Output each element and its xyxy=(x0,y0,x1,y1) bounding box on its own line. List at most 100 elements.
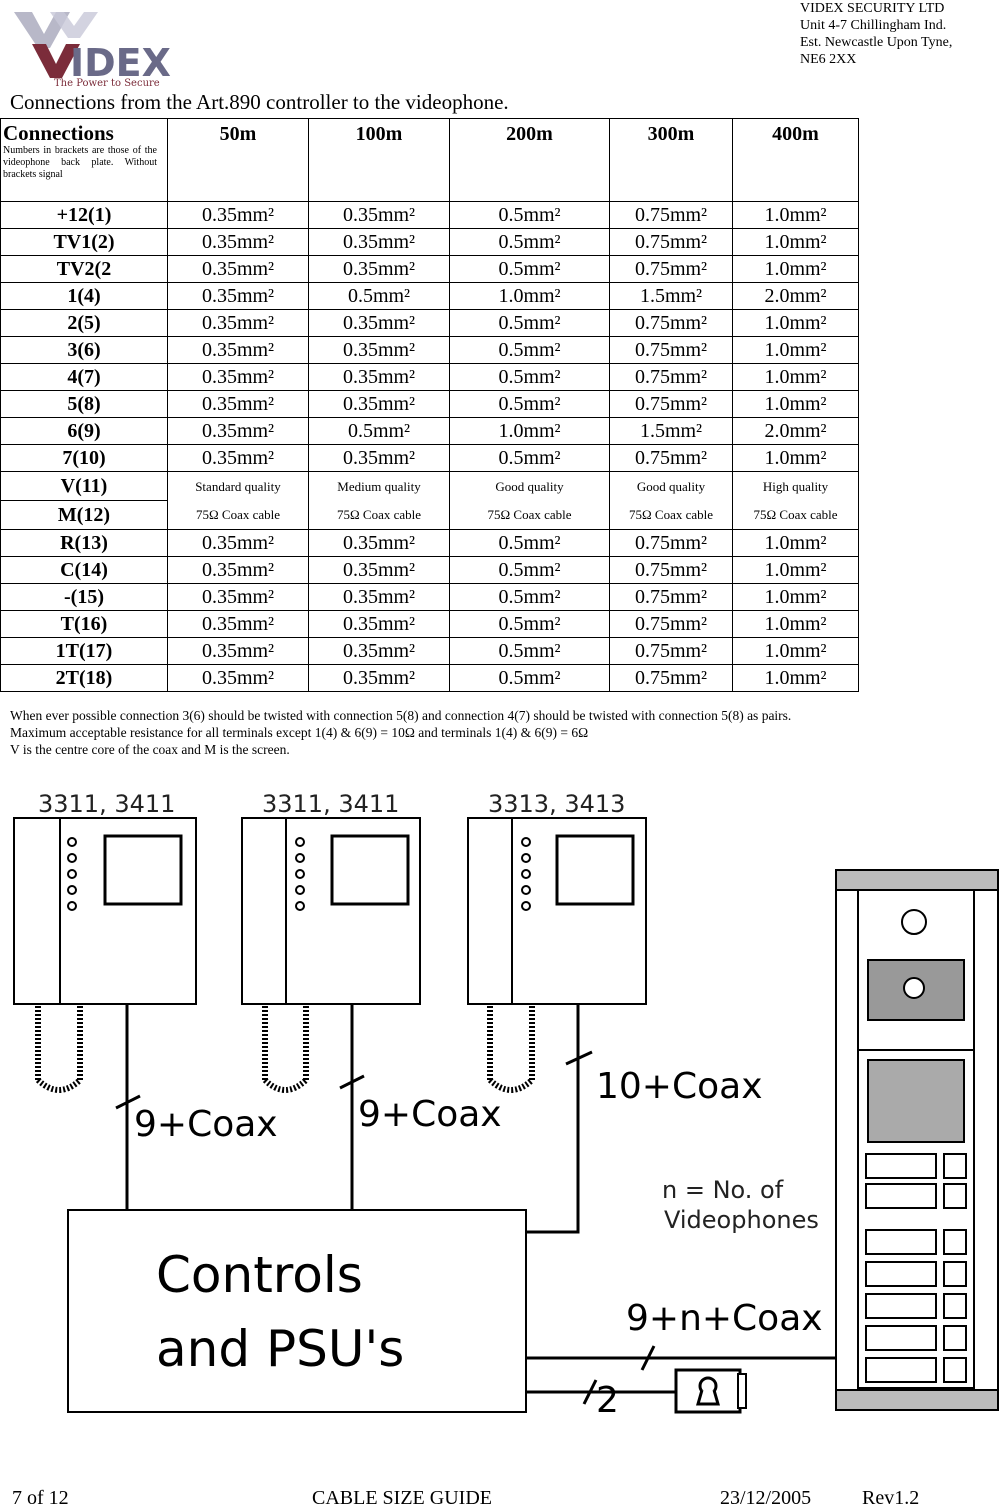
cable-size-cell: 0.35mm² xyxy=(167,363,309,391)
cable-size-cell: 0.35mm² xyxy=(308,228,450,256)
cable-size-cell: 1.0mm² xyxy=(732,610,859,638)
header-distance: 50m xyxy=(167,118,309,202)
connection-label: -(15) xyxy=(0,583,168,611)
cable-size-cell: 0.35mm² xyxy=(167,529,309,557)
table-header-row: Connections Numbers in brackets are thos… xyxy=(0,118,859,202)
header-distance: 200m xyxy=(449,118,610,202)
entry-panel xyxy=(835,869,999,1411)
cable-size-cell: 0.5mm² xyxy=(449,583,610,611)
connection-label: M(12) xyxy=(0,500,168,530)
lock-release xyxy=(674,1368,747,1414)
cable-size-cell: 1.0mm² xyxy=(732,363,859,391)
cable-size-cell: 0.5mm² xyxy=(449,309,610,337)
cable-size-cell: 0.75mm² xyxy=(609,556,733,584)
cable-size-cell: 0.35mm² xyxy=(167,664,309,692)
cable-size-cell: 0.35mm² xyxy=(308,255,450,283)
cable-size-cell: 0.35mm² xyxy=(167,201,309,229)
footer-rev: Rev1.2 xyxy=(862,1487,920,1509)
connection-label: 5(8) xyxy=(0,390,168,418)
cable-label: 9+n+Coax xyxy=(626,1298,823,1339)
cable-size-cell: 0.5mm² xyxy=(308,282,450,310)
cable-size-cell: 1.0mm² xyxy=(732,255,859,283)
cable-size-cell: 1.0mm² xyxy=(732,336,859,364)
cable-size-cell: 0.5mm² xyxy=(449,201,610,229)
cable-size-cell: 1.5mm² xyxy=(609,417,733,445)
cable-size-cell: 0.35mm² xyxy=(167,228,309,256)
note-line: V is the centre core of the coax and M i… xyxy=(10,742,290,757)
company-line: NE6 2XX xyxy=(800,52,857,67)
cable-size-cell: 0.75mm² xyxy=(609,363,733,391)
n-note: n = No. of xyxy=(662,1176,784,1204)
cable-size-cell: 1.0mm² xyxy=(449,417,610,445)
company-line: Unit 4-7 Chillingham Ind. xyxy=(800,18,947,33)
cable-size-cell: 0.35mm² xyxy=(167,336,309,364)
cable-size-cell: 0.5mm² xyxy=(449,336,610,364)
cable-size-cell: 0.5mm² xyxy=(449,444,610,472)
connection-label: 1T(17) xyxy=(0,637,168,665)
cable-size-cell: 0.75mm² xyxy=(609,444,733,472)
cable-size-cell: 1.0mm² xyxy=(732,637,859,665)
footer-date: 23/12/2005 xyxy=(720,1487,812,1509)
cable-size-cell: 0.35mm² xyxy=(308,583,450,611)
header-distance: 400m xyxy=(732,118,859,202)
logo-tagline: The Power to Secure xyxy=(54,78,160,88)
cable-size-cell: 2.0mm² xyxy=(732,282,859,310)
header-title: Connections xyxy=(3,121,114,145)
cables xyxy=(115,1004,836,1405)
footer-page: 7 of 12 xyxy=(12,1487,69,1509)
cable-size-cell: 1.0mm² xyxy=(732,390,859,418)
cable-size-cell: 1.0mm² xyxy=(732,664,859,692)
cable-size-cell: 0.5mm² xyxy=(449,363,610,391)
note-line: Maximum acceptable resistance for all te… xyxy=(10,725,589,740)
cable-size-cell: 0.35mm² xyxy=(308,309,450,337)
cable-size-cell: 0.5mm² xyxy=(449,255,610,283)
cable-label: 2 xyxy=(596,1380,619,1421)
cable-label: 10+Coax xyxy=(596,1066,763,1107)
connection-label: 6(9) xyxy=(0,417,168,445)
cable-size-cell: 0.75mm² xyxy=(609,228,733,256)
cable-size-cell: 1.0mm² xyxy=(732,529,859,557)
phone-model-label: 3311, 3411 xyxy=(38,790,175,818)
connection-label: +12(1) xyxy=(0,201,168,229)
cable-size-cell: 0.75mm² xyxy=(609,390,733,418)
cable-size-cell: 0.75mm² xyxy=(609,583,733,611)
cable-size-cell: 1.0mm² xyxy=(732,201,859,229)
cable-size-cell: 0.35mm² xyxy=(167,417,309,445)
cable-size-cell: 0.75mm² xyxy=(609,255,733,283)
cable-size-cell: 0.35mm² xyxy=(167,556,309,584)
cable-size-cell: 0.5mm² xyxy=(308,417,450,445)
cable-size-cell: 0.35mm² xyxy=(167,255,309,283)
cable-size-cell: 0.75mm² xyxy=(609,664,733,692)
cable-label: 9+Coax xyxy=(358,1094,502,1135)
connection-label: 1(4) xyxy=(0,282,168,310)
cable-size-cell: 0.75mm² xyxy=(609,610,733,638)
cable-size-cell: 0.35mm² xyxy=(167,444,309,472)
n-note: Videophones xyxy=(664,1206,819,1234)
cable-size-cell: 0.5mm² xyxy=(449,529,610,557)
cable-size-cell: 0.35mm² xyxy=(308,556,450,584)
cable-size-cell: 1.0mm² xyxy=(732,583,859,611)
cable-size-cell: 1.0mm² xyxy=(732,228,859,256)
psu-label: and PSU's xyxy=(156,1320,404,1378)
cable-size-cell: 0.35mm² xyxy=(167,390,309,418)
connection-label: R(13) xyxy=(0,529,168,557)
cable-size-cell: 0.35mm² xyxy=(308,637,450,665)
cable-size-cell: 0.35mm² xyxy=(308,664,450,692)
cable-size-cell: 0.35mm² xyxy=(308,444,450,472)
connection-label: TV1(2) xyxy=(0,228,168,256)
wiring-diagram: 3311, 3411 3311, 3411 3313, 3413 xyxy=(13,790,999,1421)
cable-size-cell: 0.5mm² xyxy=(449,664,610,692)
cable-size-cell: 0.35mm² xyxy=(167,282,309,310)
